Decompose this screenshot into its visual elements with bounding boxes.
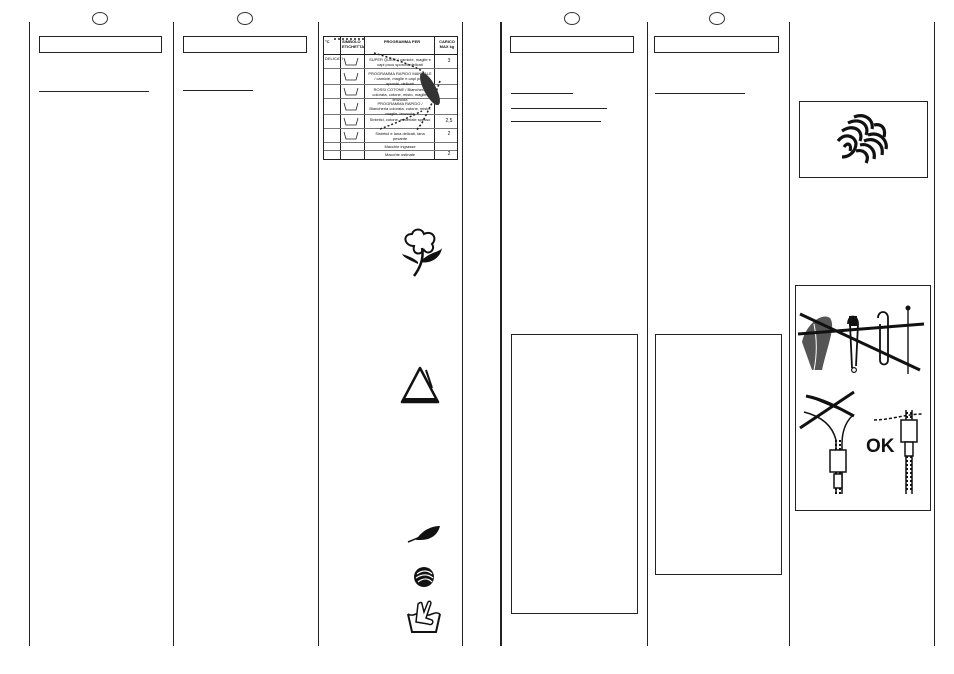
- page-spine: [500, 22, 502, 646]
- column-divider: [789, 22, 790, 646]
- crossed-out-accessories-icon: [797, 305, 925, 374]
- table-row: Macchie ingrasse: [324, 143, 457, 151]
- subheading-rule: [511, 108, 607, 109]
- section-header-box: [39, 36, 162, 53]
- bleach-triangle-icon: [400, 366, 440, 404]
- language-badge: [709, 12, 725, 25]
- handwash-basin-icon: [407, 600, 441, 633]
- feather-icon: [407, 526, 440, 543]
- table-header: °C SIMBOLO ETICHETTA PROGRAMMA PER CARIC…: [324, 37, 457, 55]
- subheading-rule: [183, 90, 253, 91]
- section-header-box: [654, 36, 779, 53]
- column-divider: [462, 22, 463, 646]
- subheading-rule: [655, 93, 745, 94]
- section-header-box: [183, 36, 307, 53]
- column-divider: [647, 22, 648, 646]
- wool-mark-frame: [799, 101, 928, 178]
- cotton-flower-icon: [402, 228, 442, 277]
- language-badge: [237, 12, 253, 25]
- table-row: DELICATI SUPER QUICK / camicie, maglie e…: [324, 55, 457, 69]
- wool-mark-icon: [836, 114, 888, 164]
- dashed-bracket-marking: [334, 38, 441, 132]
- wool-ball-icon: [414, 567, 434, 587]
- notice-frame: [511, 334, 638, 614]
- wash-program-table: °C SIMBOLO ETICHETTA PROGRAMMA PER CARIC…: [323, 36, 458, 160]
- table-row: Sintetici, cotone, materiale spesso 2,5: [324, 115, 457, 129]
- notice-frame: [655, 334, 782, 575]
- laundry-preparation-frame: [795, 285, 931, 511]
- column-divider: [318, 22, 319, 646]
- table-row: PROGRAMMA RAPIDO MANUALE / camicie, magl…: [324, 69, 457, 86]
- zipper-ok-label: OK: [866, 436, 895, 457]
- zipper-comparison-icon: [799, 390, 923, 494]
- language-badge: [564, 12, 580, 25]
- column-divider: [934, 22, 935, 646]
- table-row: ROSSI COTONE / Biancheria colorata, coto…: [324, 85, 457, 102]
- table-row: PROGRAMMA RAPIDO / Biancheria colorata, …: [324, 99, 457, 116]
- table-row: Sintetici e lana delicati, lana pesante …: [324, 129, 457, 143]
- language-badge: [92, 12, 108, 25]
- column-divider: [173, 22, 174, 646]
- subheading-rule: [511, 93, 573, 94]
- subheading-rule: [511, 121, 601, 122]
- column-divider: [29, 22, 30, 646]
- table-row: Macchie ostinate 2: [384, 151, 451, 158]
- section-header-box: [510, 36, 634, 53]
- subheading-rule: [39, 91, 149, 92]
